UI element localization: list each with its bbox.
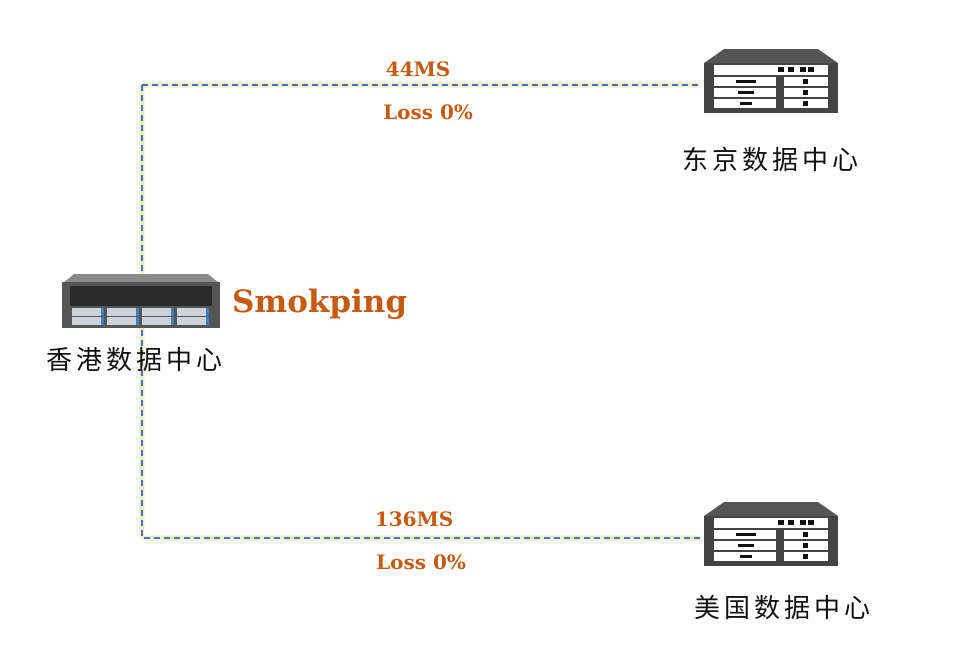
loss-tokyo: Loss 0% xyxy=(383,100,473,124)
rack-icon xyxy=(704,49,838,113)
latency-tokyo: 44MS xyxy=(385,57,451,81)
link-line-tokyo xyxy=(141,84,700,300)
server-icon xyxy=(62,274,220,328)
us-datacenter-name: 美国数据中心 xyxy=(694,594,875,624)
rack-icon xyxy=(704,502,838,566)
source-datacenter-name: 香港数据中心 xyxy=(46,346,227,376)
loss-us: Loss 0% xyxy=(376,550,466,574)
link-line-us xyxy=(141,300,700,539)
source-label: Smokping xyxy=(232,284,408,320)
tokyo-datacenter-name: 东京数据中心 xyxy=(682,146,863,176)
latency-us: 136MS xyxy=(374,507,454,531)
